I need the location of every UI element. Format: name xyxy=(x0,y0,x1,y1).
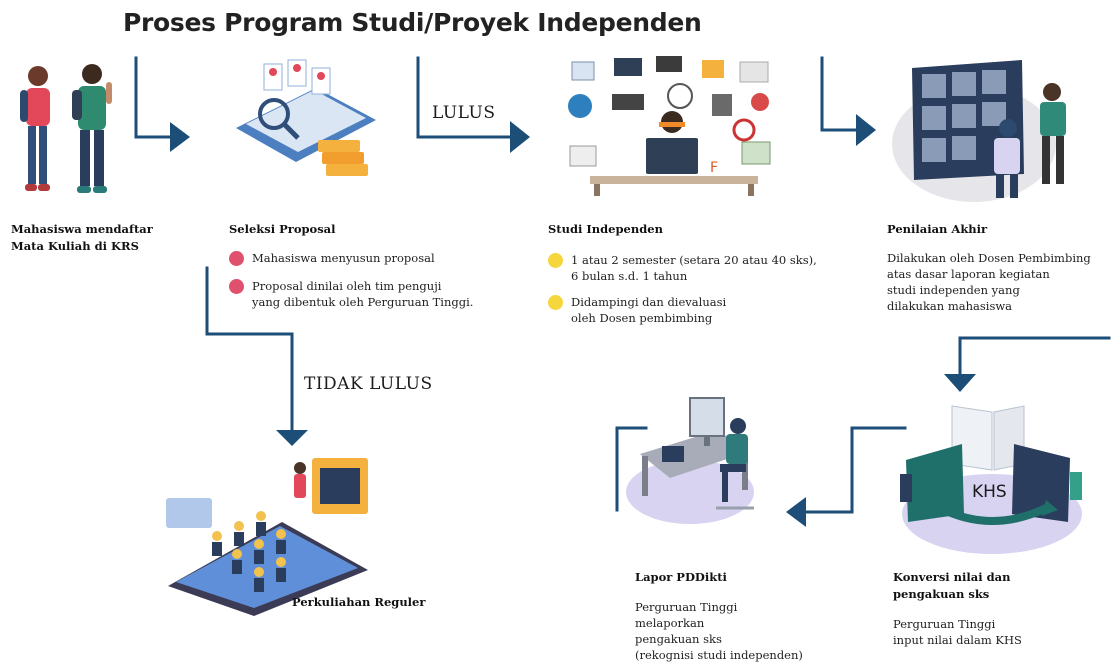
study-bullet-text: oleh Dosen pembimbing xyxy=(571,311,713,325)
selection-bullet-text: Mahasiswa menyusun proposal xyxy=(252,251,435,265)
arrow-left-icon xyxy=(786,497,806,527)
connector-register-selection xyxy=(134,56,174,139)
fail-label: TIDAK LULUS xyxy=(304,374,433,394)
khs-conversion-illustration xyxy=(900,405,1082,554)
final-assessment-illustration xyxy=(892,60,1066,202)
yellow-dot-icon xyxy=(548,253,563,268)
report-line: (rekognisi studi independen) xyxy=(635,648,803,662)
conversion-line: Perguruan Tinggi xyxy=(893,617,996,631)
study-title: Studi Independen xyxy=(548,222,663,236)
assessment-line: studi independen yang xyxy=(887,283,1020,297)
connector-selection-regular xyxy=(205,266,294,432)
arrow-right-icon xyxy=(510,121,530,153)
assessment-line: dilakukan mahasiswa xyxy=(887,299,1013,313)
report-title: Lapor PDDikti xyxy=(635,570,727,584)
conversion-title-line2: pengakuan sks xyxy=(893,587,990,601)
report-pddikti-illustration xyxy=(626,397,754,524)
connector-study-assessment xyxy=(820,56,860,132)
study-bullet: Didampingi dan dievaluasi oleh Dosen pem… xyxy=(548,294,838,326)
arrow-down-icon xyxy=(276,430,308,446)
arrow-right-icon xyxy=(170,122,190,152)
assessment-description: Dilakukan oleh Dosen Pembimbing atas das… xyxy=(887,250,1107,314)
report-line: Perguruan Tinggi xyxy=(635,600,738,614)
conversion-title-line1: Konversi nilai dan xyxy=(893,570,1011,584)
khs-badge: KHS xyxy=(972,482,1007,502)
selection-bullet: Mahasiswa menyusun proposal xyxy=(229,250,529,266)
report-line: melaporkan xyxy=(635,616,705,630)
pink-dot-icon xyxy=(229,279,244,294)
register-stage: Mahasiswa mendaftar Mata Kuliah di KRS xyxy=(11,221,153,255)
selection-stage: Seleksi Proposal Mahasiswa menyusun prop… xyxy=(229,221,529,310)
selection-title: Seleksi Proposal xyxy=(229,222,336,236)
register-title-line2: Mata Kuliah di KRS xyxy=(11,239,139,253)
report-line: pengakuan sks xyxy=(635,632,722,646)
regular-lecture-illustration xyxy=(166,458,368,616)
selection-bullet-text: yang dibentuk oleh Perguruan Tinggi. xyxy=(252,295,474,309)
study-stage: Studi Independen 1 atau 2 semester (seta… xyxy=(548,221,838,326)
assessment-line: Dilakukan oleh Dosen Pembimbing xyxy=(887,251,1091,265)
yellow-dot-icon xyxy=(548,295,563,310)
pink-dot-icon xyxy=(229,251,244,266)
report-description: Perguruan Tinggi melaporkan pengakuan sk… xyxy=(635,599,835,663)
arrow-right-icon xyxy=(856,114,876,146)
assessment-title: Penilaian Akhir xyxy=(887,222,988,236)
conversion-stage: Konversi nilai dan pengakuan sks Perguru… xyxy=(893,569,1093,648)
independent-study-illustration: F xyxy=(568,56,771,196)
assessment-stage: Penilaian Akhir Dilakukan oleh Dosen Pem… xyxy=(887,221,1107,314)
proposal-selection-illustration xyxy=(236,59,376,176)
pass-label: LULUS xyxy=(432,103,496,123)
study-bullet-text: 1 atau 2 semester (setara 20 atau 40 sks… xyxy=(571,253,817,267)
register-title-line1: Mahasiswa mendaftar xyxy=(11,222,153,236)
arrow-down-icon xyxy=(944,374,976,392)
selection-bullet-text: Proposal dinilai oleh tim penguji xyxy=(252,279,442,293)
connector-selection-study xyxy=(416,56,514,139)
regular-title: Perkuliahan Reguler xyxy=(292,595,426,609)
connector-assessment-conversion xyxy=(958,336,1111,376)
connector-conversion-report xyxy=(803,426,907,514)
assessment-line: atas dasar laporan kegiatan xyxy=(887,267,1050,281)
study-bullet-text: 6 bulan s.d. 1 tahun xyxy=(571,269,688,283)
students-illustration xyxy=(20,64,112,193)
page-title: Proses Program Studi/Proyek Independen xyxy=(123,8,702,37)
report-stage: Lapor PDDikti Perguruan Tinggi melaporka… xyxy=(635,569,835,663)
conversion-description: Perguruan Tinggi input nilai dalam KHS xyxy=(893,616,1093,648)
study-bullet-text: Didampingi dan dievaluasi xyxy=(571,295,727,309)
study-bullet: 1 atau 2 semester (setara 20 atau 40 sks… xyxy=(548,252,838,284)
selection-bullet: Proposal dinilai oleh tim penguji yang d… xyxy=(229,278,529,310)
conversion-line: input nilai dalam KHS xyxy=(893,633,1022,647)
svg-text:F: F xyxy=(710,160,718,176)
report-bracket xyxy=(615,426,648,512)
